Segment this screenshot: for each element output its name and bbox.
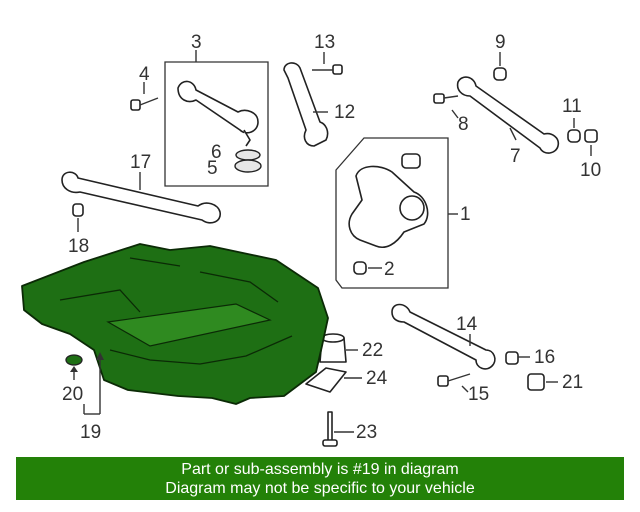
part-19-leader [83,352,104,415]
part-11-nut[interactable] [567,118,581,143]
callout-8: 8 [458,114,469,135]
part-7-lateral-arm[interactable] [456,76,560,154]
callout-24: 24 [366,368,388,389]
banner-line-disclaimer: Diagram may not be specific to your vehi… [165,480,475,497]
part-10-nut[interactable] [584,129,598,156]
part-1-knuckle[interactable] [335,137,458,289]
part-12-upper-link[interactable] [283,62,329,147]
part-23-bolt[interactable] [322,411,354,447]
callout-21: 21 [562,372,583,393]
part-13-bolt[interactable] [312,52,343,75]
info-banner: Part or sub-assembly is #19 in diagram D… [16,457,624,500]
callout-9: 9 [495,32,506,53]
callout-20: 20 [62,384,83,405]
callout-16: 16 [534,347,555,368]
part-21-nut[interactable] [527,373,558,391]
callout-13: 13 [314,32,335,53]
callout-19: 19 [80,422,101,443]
part-3-group[interactable] [164,50,269,187]
callout-23: 23 [356,422,377,443]
callout-11: 11 [562,96,582,117]
part-20-mount[interactable] [65,354,83,380]
callout-2: 2 [384,259,395,280]
parts-diagram: 1 2 3 4 5 6 7 8 9 10 11 12 13 14 15 16 1… [21,32,601,447]
part-24-bracket[interactable] [305,367,362,393]
callout-6: 6 [211,142,222,163]
part-14-arm[interactable] [391,303,496,370]
callout-1: 1 [460,204,471,225]
part-2-bushing[interactable] [353,261,382,275]
part-4-bolt[interactable] [130,82,159,111]
callout-10: 10 [580,160,601,181]
callout-3: 3 [191,32,202,53]
callout-7: 7 [510,146,521,167]
part-8-bolt[interactable] [433,93,459,119]
callout-4: 4 [139,64,150,85]
part-19-subframe[interactable] [21,243,329,405]
part-18-bolt[interactable] [72,203,84,232]
banner-line-part: Part or sub-assembly is #19 in diagram [181,461,459,478]
part-16-nut[interactable] [505,351,530,365]
part-15-bolt[interactable] [437,373,471,393]
callout-18: 18 [68,236,89,257]
part-22-mount[interactable] [319,333,358,363]
part-17-arm[interactable] [61,171,221,224]
part-9-nut[interactable] [493,52,507,81]
callout-22: 22 [362,340,383,361]
callout-17: 17 [130,152,151,173]
callout-5: 5 [207,158,218,179]
callout-12: 12 [334,102,355,123]
callout-15: 15 [468,384,489,405]
callout-14: 14 [456,314,478,335]
